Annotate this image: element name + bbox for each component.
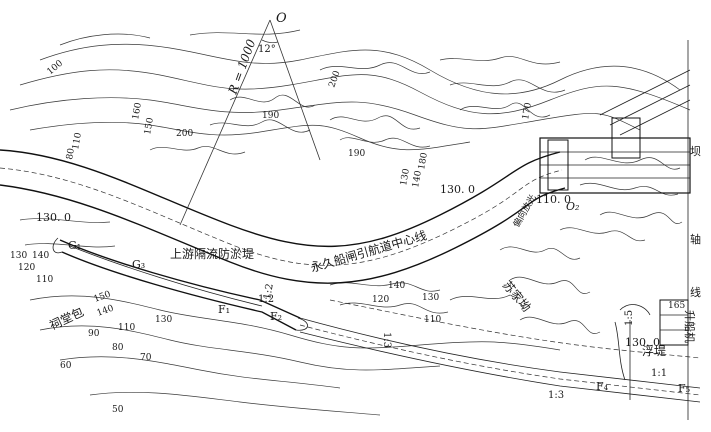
point-g3-label: G₃ — [132, 258, 145, 271]
contour-label: 110 — [71, 132, 84, 151]
line-label: 线 — [690, 285, 701, 299]
contour-label: 190 — [262, 111, 279, 121]
contour-label: 200 — [176, 129, 193, 139]
slope-guide-label: 偏向放光 — [510, 192, 538, 229]
point-g1-label: G₁ — [68, 239, 81, 252]
contour-label: 110 — [424, 315, 441, 325]
diversion-dike — [52, 237, 308, 331]
center-o-label: O — [276, 11, 287, 26]
contour-lines-lower — [19, 218, 601, 416]
point-f1-label: F₁ — [218, 303, 230, 316]
contour-label: 180 — [417, 152, 430, 171]
contour-label: 165 — [668, 301, 685, 311]
slope-label-6: 1:1 — [651, 368, 667, 379]
contour-label: 160 — [131, 102, 144, 121]
contour-label: 120 — [372, 295, 389, 305]
ship-lift-label: 升船机 — [683, 310, 697, 343]
elevation-left-label: 130. 0 — [36, 211, 71, 224]
point-f4-label: F₄ — [596, 380, 609, 393]
elevation-right-label: 110. 0 — [536, 193, 571, 206]
approach-channel — [0, 149, 566, 284]
contour-label: 140 — [32, 251, 49, 261]
ship-lift-structure — [619, 299, 689, 346]
contour-label: 140 — [96, 303, 116, 318]
slope-label-2: 1:2 — [262, 283, 276, 301]
point-f5-label: F₅ — [678, 382, 690, 395]
contour-label: 140 — [388, 281, 405, 291]
tongtang-label: 祠堂包 — [47, 305, 86, 333]
contour-label: 80 — [65, 147, 77, 160]
contour-lines-upper — [9, 29, 691, 242]
contour-label: 170 — [521, 102, 534, 121]
axis-label: 轴 — [690, 232, 701, 246]
contour-label: 190 — [348, 149, 365, 159]
slope-label-1: 1:2 — [258, 294, 274, 305]
contour-label: 130 — [399, 168, 412, 187]
slope-label-5: 1:5 — [624, 310, 635, 326]
upstream-dike-label: 上游隔流防淤堤 — [170, 246, 254, 261]
contour-label: 90 — [88, 329, 100, 339]
contour-label: 110 — [118, 323, 135, 333]
contour-label: 110 — [36, 275, 53, 285]
lock-structure — [539, 40, 691, 420]
dam-label: 坝 — [690, 144, 701, 158]
contour-label: 130 — [10, 251, 27, 261]
slope-label-3: 1:3 — [381, 332, 392, 348]
radius-guide — [179, 19, 321, 226]
elevation-mid-label: 130. 0 — [440, 183, 475, 196]
contour-label: 130 — [155, 315, 172, 325]
angle-label: 12° — [258, 44, 276, 55]
contour-label: 140 — [411, 170, 424, 189]
elevation-bottom-right-label: 130. 0 — [625, 336, 660, 349]
radius-label: R = 1000 — [225, 37, 258, 97]
lower-channel — [299, 299, 701, 403]
contour-label: 150 — [93, 289, 113, 304]
sujiao-label: 苏家坳 — [500, 277, 535, 314]
floating-dike-label: 浮堤 — [642, 344, 666, 358]
contour-label: 50 — [112, 405, 124, 415]
contour-label: 130 — [422, 293, 439, 303]
contour-label: 120 — [18, 263, 35, 273]
slope-label-4: 1:3 — [548, 390, 564, 401]
contour-label: 200 — [327, 69, 342, 89]
contour-label: 60 — [60, 361, 72, 371]
contour-label: 150 — [143, 117, 156, 136]
lock-center-label: O₂ — [566, 200, 579, 213]
point-f2-label: F₂ — [270, 310, 282, 323]
contour-label: 80 — [112, 343, 124, 353]
contour-label: 70 — [140, 353, 152, 363]
